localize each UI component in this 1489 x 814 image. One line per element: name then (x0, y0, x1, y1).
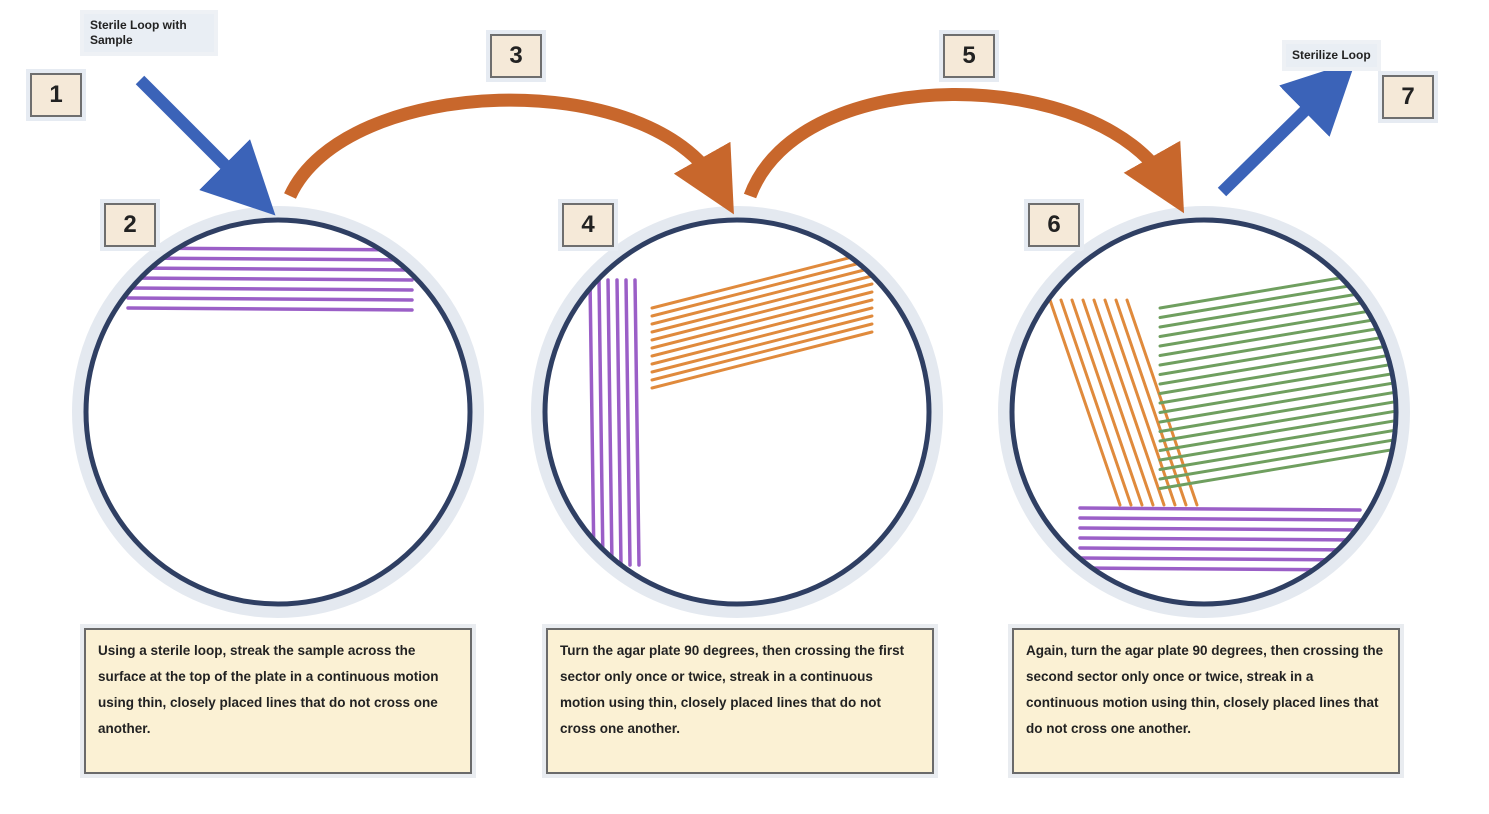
streak-line-sector-1 (1078, 546, 1362, 552)
streak-line-sector-3 (1158, 380, 1396, 424)
streak-line-sector-3 (1158, 371, 1396, 414)
sterilize-loop-label: Sterilize Loop (1286, 44, 1377, 67)
step-3-badge: 3 (490, 34, 542, 78)
step-2-description: Using a sterile loop, streak the sample … (84, 628, 472, 774)
streak-line-sector-3 (1158, 399, 1396, 443)
agar-plate-3 (1009, 217, 1399, 607)
step-1-badge: 1 (30, 73, 82, 117)
streak-line-sector-1 (597, 278, 605, 567)
streak-line-sector-1 (1078, 556, 1362, 562)
streak-line-sector-1 (624, 278, 632, 567)
agar-plate-2 (542, 217, 932, 607)
streak-line-sector-2 (650, 258, 874, 318)
streak-line-sector-2 (650, 266, 874, 326)
loop-in-arrow (135, 75, 276, 216)
streak-line-sector-2 (650, 250, 874, 310)
streak-line-sector-1 (126, 296, 414, 302)
step-2-badge: 2 (104, 203, 156, 247)
plate-1-halo (72, 206, 484, 618)
streak-line-sector-1 (615, 278, 623, 567)
transfer-arrow-5 (743, 88, 1185, 214)
streak-line-sector-2 (1092, 298, 1166, 507)
streak-line-sector-2 (650, 290, 874, 350)
streak-line-sector-1 (126, 256, 414, 262)
sterile-loop-with-sample-label: Sterile Loop with Sample (84, 14, 214, 52)
step-6-badge: 6 (1028, 203, 1080, 247)
agar-plate-1 (83, 217, 473, 607)
plate-2-streaks (588, 250, 874, 567)
streak-line-sector-3 (1158, 314, 1396, 357)
streak-line-sector-2 (1114, 298, 1188, 507)
streak-line-sector-2 (650, 306, 874, 366)
plate-2-halo (531, 206, 943, 618)
streak-line-sector-1 (606, 278, 614, 567)
step-6-description: Again, turn the agar plate 90 degrees, t… (1012, 628, 1400, 774)
streak-line-sector-1 (633, 278, 641, 567)
streak-line-sector-3 (1158, 447, 1396, 490)
transfer-arrow-3 (284, 93, 734, 215)
streak-line-sector-1 (1078, 516, 1362, 522)
streak-line-sector-3 (1158, 352, 1396, 395)
streak-line-sector-3 (1158, 361, 1396, 405)
streak-line-sector-1 (1078, 536, 1362, 542)
streak-line-sector-2 (650, 322, 874, 382)
streak-line-sector-2 (1059, 298, 1133, 507)
streak-line-sector-1 (126, 266, 414, 272)
streak-line-sector-1 (126, 306, 414, 312)
step-7-badge: 7 (1382, 75, 1434, 119)
streak-line-sector-3 (1158, 418, 1396, 462)
streak-line-sector-3 (1158, 342, 1396, 386)
streak-line-sector-2 (650, 298, 874, 358)
streak-line-sector-3 (1158, 428, 1396, 471)
streak-line-sector-3 (1158, 304, 1396, 348)
streak-line-sector-2 (650, 314, 874, 374)
loop-out-arrow (1217, 60, 1356, 197)
streak-line-sector-3 (1158, 333, 1396, 376)
step-4-badge: 4 (562, 203, 614, 247)
streak-line-sector-3 (1158, 390, 1396, 433)
streak-line-sector-2 (1081, 298, 1155, 507)
streak-line-sector-1 (588, 278, 596, 567)
step-5-badge: 5 (943, 34, 995, 78)
streak-line-sector-3 (1158, 323, 1396, 367)
streak-line-sector-2 (1103, 298, 1177, 507)
plate-3-streaks (1048, 266, 1396, 572)
streak-line-sector-2 (1048, 298, 1122, 507)
streak-line-sector-3 (1158, 437, 1396, 481)
streak-line-sector-3 (1158, 409, 1396, 452)
plate-3-halo (998, 206, 1410, 618)
streak-line-sector-1 (1078, 526, 1362, 532)
step-4-description: Turn the agar plate 90 degrees, then cro… (546, 628, 934, 774)
streak-line-sector-2 (650, 274, 874, 334)
streak-line-sector-1 (1078, 506, 1362, 512)
streak-line-sector-2 (650, 330, 874, 390)
streak-line-sector-1 (126, 276, 414, 282)
streak-line-sector-2 (650, 282, 874, 342)
plate-1-streaks (126, 246, 414, 312)
streak-line-sector-2 (1070, 298, 1144, 507)
streak-line-sector-1 (126, 286, 414, 292)
